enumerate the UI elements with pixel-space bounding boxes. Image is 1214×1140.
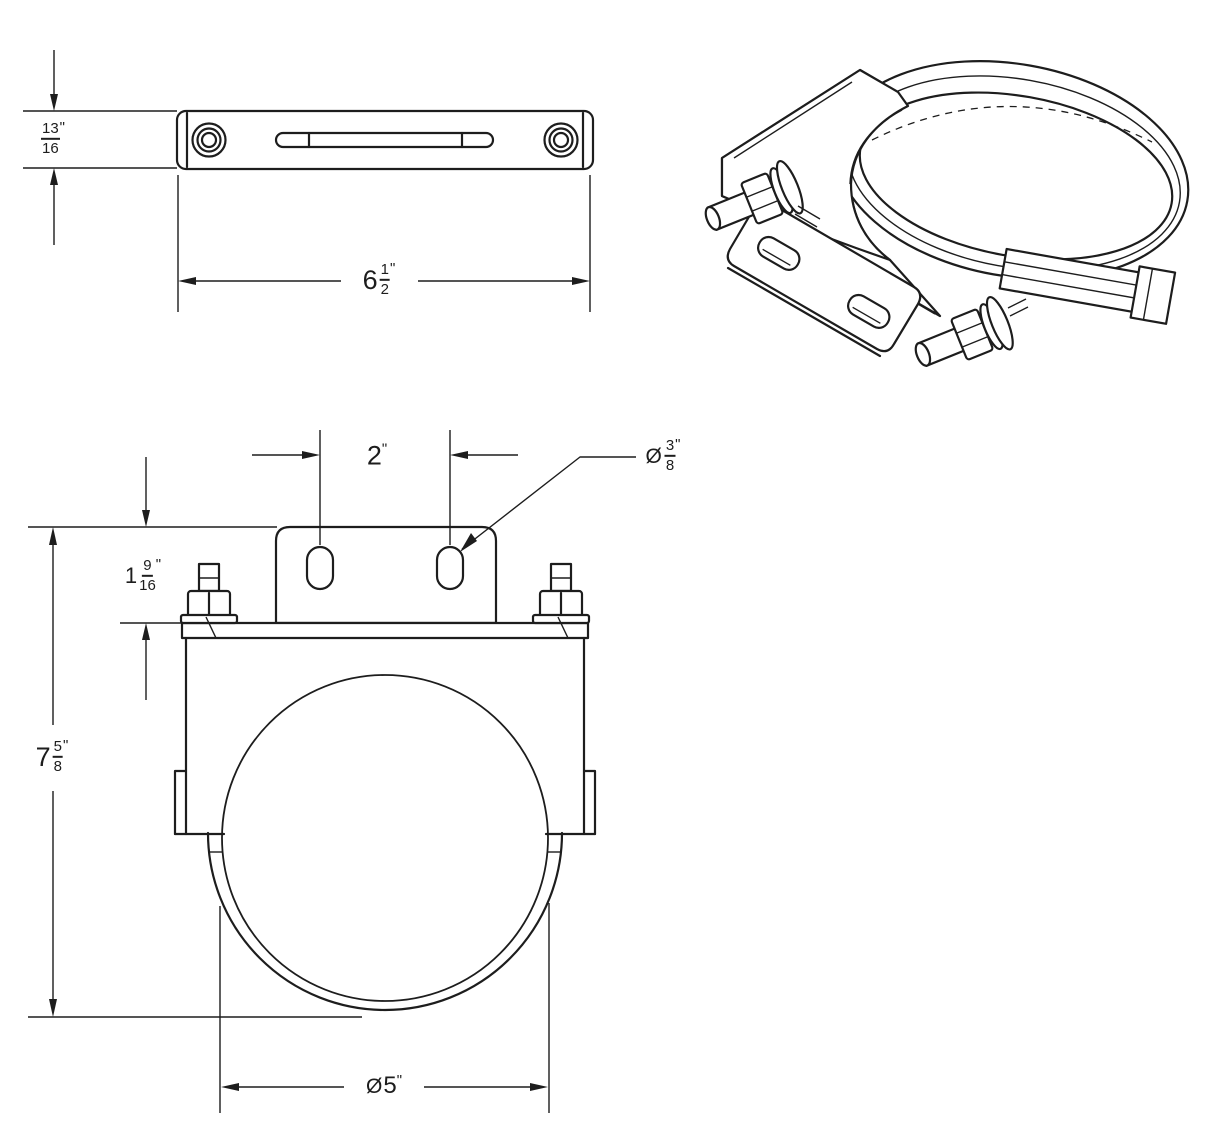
plate-slot-upper bbox=[757, 235, 801, 271]
fraction: 3 8 bbox=[664, 436, 676, 474]
fraction: 1 2 bbox=[379, 260, 391, 298]
arrowhead-down bbox=[50, 94, 58, 111]
fraction: 5 8 bbox=[52, 737, 64, 775]
strap-bar-outline bbox=[175, 109, 595, 171]
dim-label-bracket-height: 1 9 16 " bbox=[122, 555, 164, 595]
plate-thickness-edge bbox=[726, 266, 882, 358]
fraction: 13 16 bbox=[40, 119, 60, 157]
arrowhead-left bbox=[178, 277, 196, 285]
nut-facet-line bbox=[961, 336, 989, 348]
saddle-flange bbox=[180, 621, 590, 640]
dim-label-overall-width: 6 1 2 " bbox=[360, 259, 398, 299]
nut-tick bbox=[557, 616, 569, 639]
iso-bracket-plate bbox=[726, 201, 922, 358]
dim-label-clamp-diameter: Ø 5 " bbox=[363, 1072, 405, 1099]
iso-bolt-left bbox=[704, 160, 804, 231]
slot-depth-line bbox=[852, 306, 881, 324]
strap-end-cap-line bbox=[1142, 268, 1154, 320]
pipe-circle bbox=[221, 674, 549, 1002]
dim-label-hole-spacing: 2 " bbox=[364, 440, 390, 471]
washer bbox=[775, 160, 804, 215]
arrowhead-right bbox=[302, 451, 320, 459]
front-bolt-left bbox=[179, 562, 239, 639]
iso-bolt-right bbox=[914, 296, 1014, 367]
strap-end bbox=[998, 247, 1177, 325]
plate-slot-lower bbox=[847, 293, 891, 329]
bolt-gap-line bbox=[1009, 306, 1029, 317]
bolt-tip bbox=[704, 205, 722, 231]
arrowhead-down bbox=[49, 999, 57, 1017]
dim-label-hole-diameter: Ø 3 8 " bbox=[643, 435, 683, 475]
nut-tick bbox=[205, 616, 217, 639]
bolt-gap-line bbox=[1007, 298, 1027, 309]
saddle-tab-left bbox=[173, 769, 188, 836]
slot-outline bbox=[757, 235, 801, 271]
arrowhead-down bbox=[142, 510, 150, 527]
arrowhead-left bbox=[450, 451, 468, 459]
bolt-boss-left-outer bbox=[191, 122, 227, 158]
nut-facet-line bbox=[956, 322, 983, 334]
arrowhead-up bbox=[50, 168, 58, 185]
saddle-edge-line bbox=[733, 81, 853, 159]
saddle-curve-inner bbox=[849, 109, 903, 185]
arrowhead-up bbox=[142, 623, 150, 640]
nut-facet-line bbox=[751, 200, 779, 212]
bolt-hole-right bbox=[552, 131, 570, 149]
bolt-gap-line bbox=[797, 205, 821, 220]
top-view bbox=[23, 50, 595, 312]
isometric-view bbox=[704, 60, 1190, 367]
mounting-hole-right bbox=[435, 545, 465, 591]
strap-end-cap bbox=[1129, 265, 1177, 325]
arrowhead-right bbox=[572, 277, 590, 285]
nut-facet-line bbox=[746, 186, 773, 198]
arrowhead-up bbox=[49, 527, 57, 545]
leader-line bbox=[461, 456, 636, 550]
bolt-boss-right-mid bbox=[548, 127, 574, 153]
bolt-boss-right-outer bbox=[543, 122, 579, 158]
slot-outline bbox=[847, 293, 891, 329]
saddle-tab-right bbox=[582, 769, 597, 836]
bolt-tip bbox=[914, 341, 932, 367]
washer bbox=[985, 296, 1014, 351]
front-view bbox=[28, 430, 636, 1113]
strap-slot bbox=[274, 131, 495, 149]
u-bolt-arc bbox=[206, 831, 564, 1012]
arrowhead-right bbox=[530, 1083, 548, 1091]
leader-arrowhead bbox=[460, 533, 477, 552]
fraction: 9 16 bbox=[139, 556, 156, 594]
bolt-hole-left bbox=[200, 131, 218, 149]
thread-shading bbox=[871, 105, 1153, 143]
mounting-hole-left bbox=[305, 545, 335, 591]
arrowhead-left bbox=[221, 1083, 239, 1091]
dim-label-strap-height: 13 16 " bbox=[36, 119, 68, 158]
slot-depth-line bbox=[762, 248, 791, 266]
front-bolt-right bbox=[531, 562, 591, 639]
bolt-gap-line bbox=[794, 213, 818, 228]
dim-label-overall-height: 7 5 8 " bbox=[33, 736, 71, 776]
bolt-boss-left-mid bbox=[196, 127, 222, 153]
